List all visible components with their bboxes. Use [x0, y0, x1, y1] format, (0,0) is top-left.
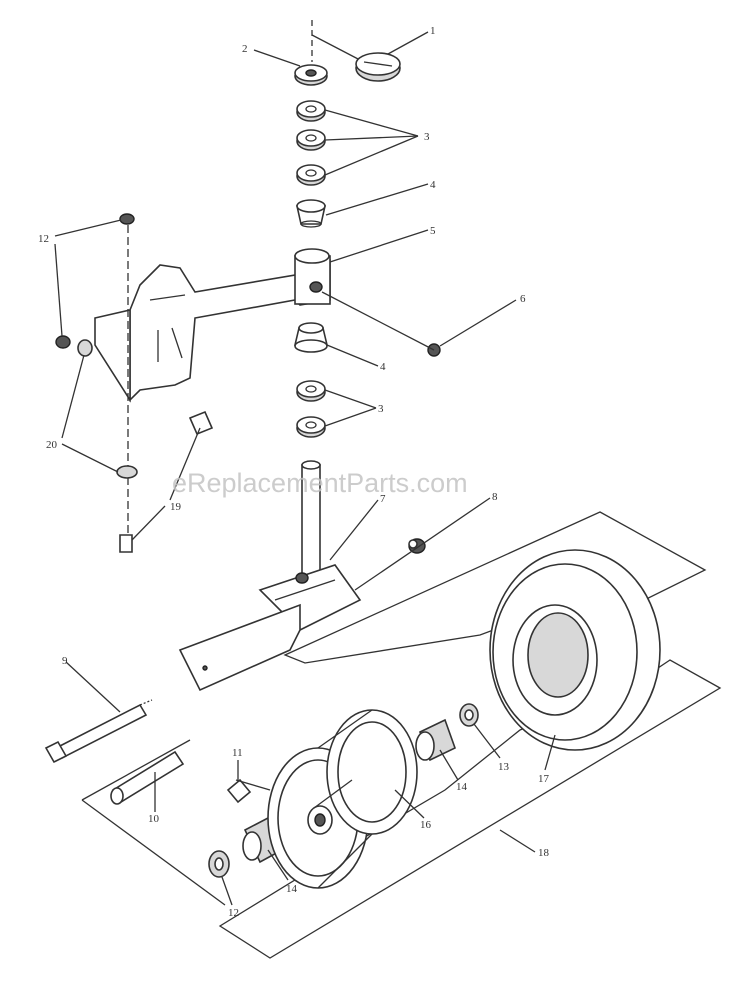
callout-12-bottom: 12 — [228, 907, 239, 919]
callout-16: 16 — [420, 819, 432, 831]
callout-13: 13 — [498, 761, 510, 773]
callout-12-top: 12 — [38, 233, 49, 245]
upper-bushing — [296, 199, 326, 228]
callout-17: 17 — [538, 773, 550, 785]
callout-4-lower: 4 — [380, 361, 386, 373]
axle-bolt — [44, 699, 153, 764]
wheel-hub — [267, 709, 418, 889]
callout-6: 6 — [520, 293, 526, 305]
callout-2: 2 — [242, 43, 248, 55]
callout-20: 20 — [46, 439, 58, 451]
upper-spacers — [296, 100, 326, 186]
callout-5: 5 — [430, 225, 436, 237]
callout-8: 8 — [492, 491, 498, 503]
callout-3-upper: 3 — [424, 131, 430, 143]
cap-part — [355, 52, 401, 82]
callout-4-upper: 4 — [430, 179, 436, 191]
watermark-text: eReplacementParts.com — [172, 468, 468, 498]
nut-part — [408, 538, 426, 554]
callout-3-lower: 3 — [378, 403, 384, 415]
callout-11: 11 — [232, 747, 243, 759]
callout-9: 9 — [62, 655, 68, 667]
spacer-tube — [110, 750, 185, 805]
leader-lines — [54, 31, 556, 906]
callout-10: 10 — [148, 813, 160, 825]
center-axis — [311, 20, 361, 62]
callout-18: 18 — [538, 847, 550, 859]
washer-part — [294, 64, 328, 86]
callout-1: 1 — [430, 25, 436, 37]
outer-washers — [208, 703, 479, 878]
callout-7: 7 — [380, 493, 386, 505]
callout-14-right: 14 — [456, 781, 468, 793]
lower-bushing — [293, 322, 329, 353]
callout-19: 19 — [170, 501, 182, 513]
grease-zerk — [226, 778, 252, 804]
lower-spacers — [296, 380, 326, 438]
bracket-hardware — [55, 213, 214, 553]
caster-arm — [94, 248, 331, 403]
caster-fork — [178, 460, 362, 692]
tire-part — [489, 549, 661, 751]
callout-14-left: 14 — [286, 883, 298, 895]
callout-labels: 1 2 3 4 5 6 4 3 7 8 9 10 11 12 12 13 14 … — [38, 25, 550, 919]
